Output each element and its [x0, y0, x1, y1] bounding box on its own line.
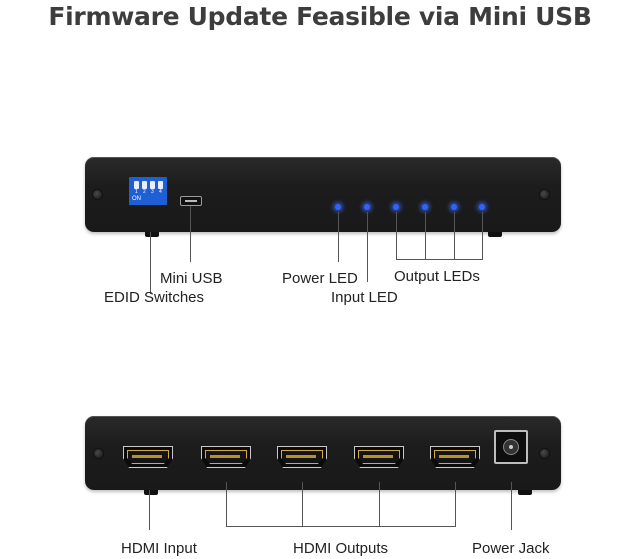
device-foot	[518, 490, 532, 495]
callout-line-hdmi-output	[455, 482, 456, 526]
dip-toggle[interactable]	[134, 181, 139, 189]
screw-icon	[540, 449, 549, 458]
label-input-led: Input LED	[331, 289, 398, 306]
dip-on-label: ON	[132, 196, 141, 202]
device-foot	[144, 490, 158, 495]
callout-line-power-led	[338, 212, 339, 262]
label-power-jack: Power Jack	[472, 540, 550, 557]
screw-icon	[94, 449, 103, 458]
callout-line-output-led	[454, 212, 455, 260]
output-led-icon	[393, 204, 399, 210]
callout-line-output-led	[425, 212, 426, 260]
label-edid-switches: EDID Switches	[104, 289, 205, 306]
edid-dip-switch[interactable]: 1 2 3 4 ON	[129, 177, 167, 205]
output-led-icon	[422, 204, 428, 210]
device-foot	[488, 232, 502, 237]
screw-icon	[540, 190, 549, 199]
hdmi-output-port-3[interactable]	[354, 446, 404, 468]
label-power-led: Power LED	[282, 270, 358, 287]
dip-number: 3	[151, 189, 154, 195]
callout-line-hdmi-output	[379, 482, 380, 526]
dip-toggle[interactable]	[142, 181, 147, 189]
page-title: Firmware Update Feasible via Mini USB	[48, 2, 592, 31]
label-mini-usb: Mini USB	[160, 270, 223, 287]
callout-line-hdmi-input	[149, 490, 150, 530]
input-led-icon	[364, 204, 370, 210]
callout-bracket-output-leds	[396, 259, 483, 260]
dip-number: 1	[135, 189, 138, 195]
callout-line-input-led	[367, 212, 368, 282]
callout-line-edid	[150, 232, 151, 294]
dip-number: 2	[143, 189, 146, 195]
hdmi-output-port-2[interactable]	[277, 446, 327, 468]
label-hdmi-outputs: HDMI Outputs	[293, 540, 389, 557]
callout-line-output-led	[396, 212, 397, 260]
hdmi-output-port-1[interactable]	[201, 446, 251, 468]
callout-line-power-jack	[511, 482, 512, 530]
label-output-leds: Output LEDs	[394, 268, 480, 285]
output-led-icon	[451, 204, 457, 210]
label-hdmi-input: HDMI Input	[121, 540, 197, 557]
dip-number: 4	[159, 189, 162, 195]
mini-usb-port[interactable]	[180, 196, 202, 206]
device-foot	[145, 232, 159, 237]
hdmi-input-port[interactable]	[123, 446, 173, 468]
power-jack[interactable]	[494, 430, 528, 464]
screw-icon	[93, 190, 102, 199]
callout-line-hdmi-output	[226, 482, 227, 526]
callout-line-output-led	[482, 212, 483, 260]
callout-bracket-hdmi-outputs	[226, 526, 456, 527]
dip-toggle[interactable]	[150, 181, 155, 189]
callout-line-usb	[190, 206, 191, 262]
callout-line-hdmi-output	[302, 482, 303, 526]
output-led-icon	[479, 204, 485, 210]
hdmi-output-port-4[interactable]	[430, 446, 480, 468]
dip-toggle[interactable]	[158, 181, 163, 189]
power-led-icon	[335, 204, 341, 210]
